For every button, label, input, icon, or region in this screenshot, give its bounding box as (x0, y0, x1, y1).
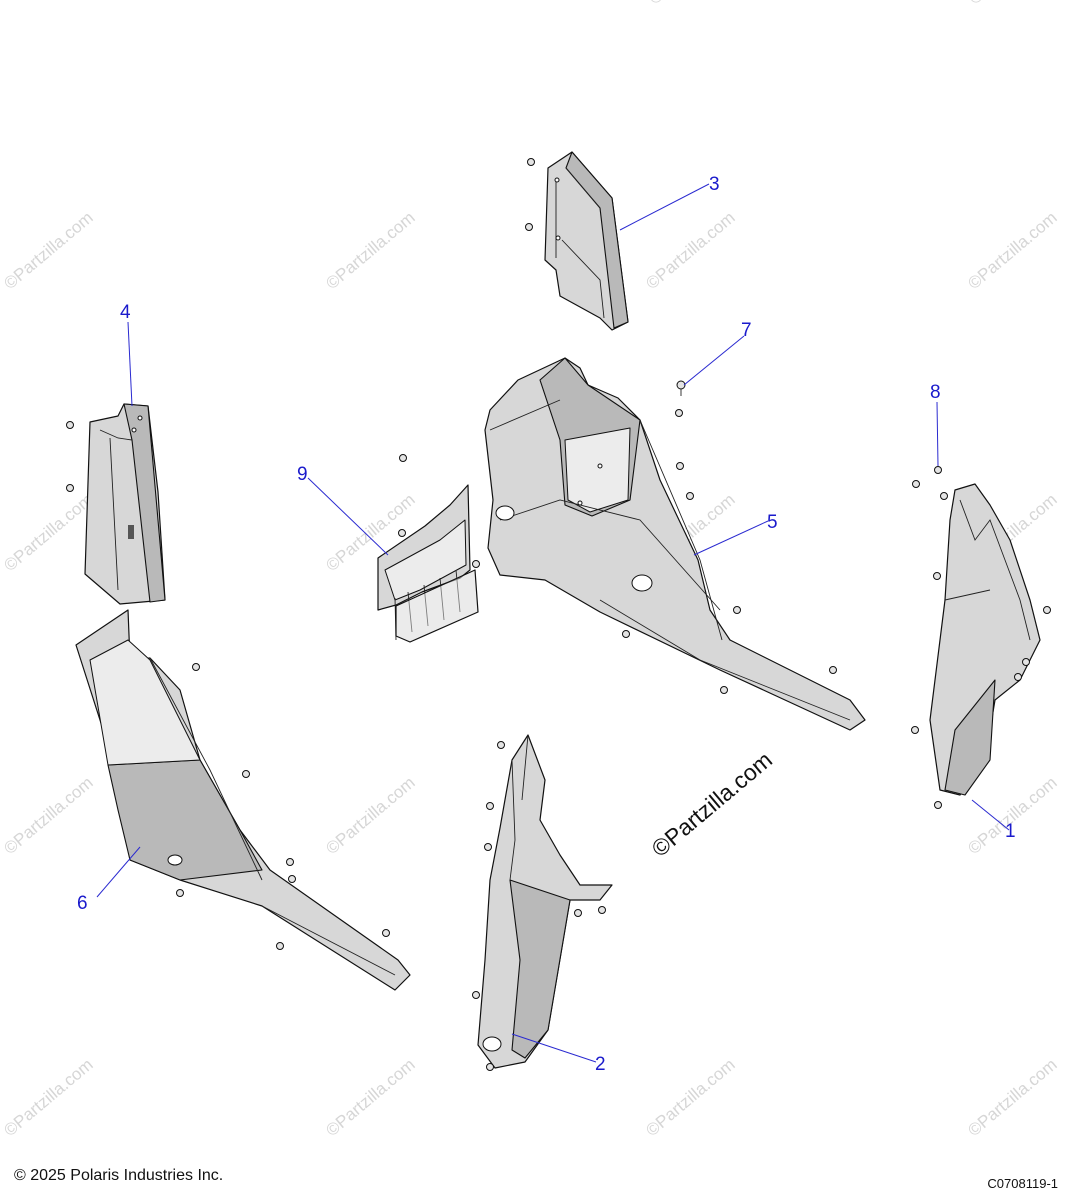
screw (398, 529, 406, 537)
screw (933, 572, 941, 580)
part-7-pin (676, 380, 686, 396)
watermark: ©Partzilla.com (0, 1055, 96, 1140)
part-6-rocker (75, 609, 411, 991)
screw (676, 462, 684, 470)
screw (912, 480, 920, 488)
screw (472, 991, 480, 999)
watermark: ©Partzilla.com (0, 208, 96, 293)
screw (1043, 606, 1051, 614)
screw (525, 223, 533, 231)
screw (176, 889, 184, 897)
watermark: ©Partzilla.com (645, 0, 741, 8)
screw (66, 484, 74, 492)
watermark: ©Partzilla.com (0, 773, 96, 858)
screw (276, 942, 284, 950)
callout-8[interactable]: 8 (930, 382, 941, 403)
screw (934, 801, 942, 809)
screw (497, 741, 505, 749)
watermark: ©Partzilla.com (0, 490, 96, 575)
callout-6[interactable]: 6 (77, 893, 88, 914)
watermark: ©Partzilla.com (964, 208, 1060, 293)
screw (286, 858, 294, 866)
callout-9[interactable]: 9 (297, 464, 308, 485)
callout-3[interactable]: 3 (709, 174, 720, 195)
screw (686, 492, 694, 500)
screw (486, 802, 494, 810)
callout-1[interactable]: 1 (1005, 821, 1016, 842)
screw (1022, 658, 1030, 666)
callout-labels: 1 2 3 4 5 6 7 8 9 (77, 174, 1016, 1075)
screw (288, 875, 296, 883)
part-9-bracket (377, 454, 480, 643)
watermark: ©Partzilla.com (642, 208, 738, 293)
watermark: ©Partzilla.com (322, 208, 418, 293)
screw (675, 409, 683, 417)
screw (622, 630, 630, 638)
diagram-code: C0708119-1 (987, 1176, 1058, 1191)
center-watermark: ©Partzilla.com (647, 746, 778, 861)
watermark: ©Partzilla.com (964, 1055, 1060, 1140)
screw (242, 770, 250, 778)
screw (829, 666, 837, 674)
screw (574, 909, 582, 917)
screw (527, 158, 535, 166)
screw (720, 686, 728, 694)
screw (472, 560, 480, 568)
screw (911, 726, 919, 734)
screw (484, 843, 492, 851)
watermark: ©Partzilla.com (642, 1055, 738, 1140)
screw (192, 663, 200, 671)
screw (1014, 673, 1022, 681)
part-5-panel (484, 357, 866, 731)
screw (934, 466, 942, 474)
part-4-panel (66, 403, 166, 605)
screw (486, 1063, 494, 1071)
leader-lines (96, 183, 1010, 1063)
screw (399, 454, 407, 462)
callout-7[interactable]: 7 (741, 320, 752, 341)
watermark: ©Partzilla.com (965, 0, 1061, 8)
callout-2[interactable]: 2 (595, 1054, 606, 1075)
watermark: ©Partzilla.com (322, 1055, 418, 1140)
part-2-panel (472, 734, 613, 1071)
screw (940, 492, 948, 500)
part-3-panel (525, 151, 629, 331)
callout-4[interactable]: 4 (120, 302, 131, 323)
screw (598, 906, 606, 914)
watermark: ©Partzilla.com (964, 773, 1060, 858)
copyright-text: © 2025 Polaris Industries Inc. (14, 1167, 224, 1184)
screw (382, 929, 390, 937)
part-1-panel (911, 466, 1051, 809)
screw (733, 606, 741, 614)
watermark: ©Partzilla.com (322, 773, 418, 858)
screw (66, 421, 74, 429)
callout-5[interactable]: 5 (767, 512, 778, 533)
